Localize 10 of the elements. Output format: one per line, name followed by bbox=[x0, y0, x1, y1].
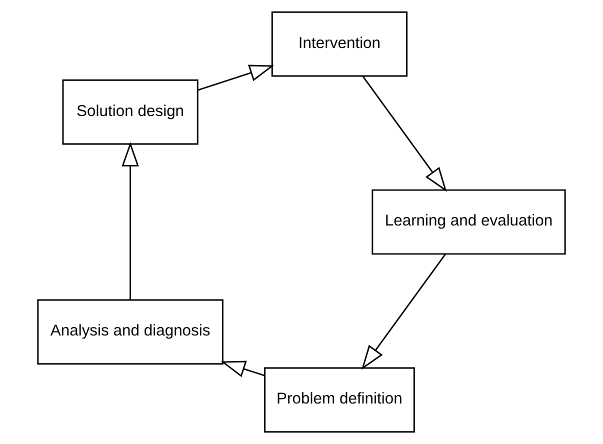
node-box: Learning and evaluation bbox=[372, 189, 566, 255]
node-box: Intervention bbox=[271, 11, 408, 77]
arrow bbox=[361, 254, 446, 370]
node-box: Analysis and diagnosis bbox=[37, 299, 224, 365]
node-box: Solution design bbox=[62, 79, 198, 145]
arrow bbox=[362, 76, 447, 192]
arrow bbox=[220, 360, 265, 378]
arrow bbox=[197, 64, 274, 91]
arrow bbox=[122, 142, 139, 300]
node-box: Problem definition bbox=[264, 367, 415, 433]
